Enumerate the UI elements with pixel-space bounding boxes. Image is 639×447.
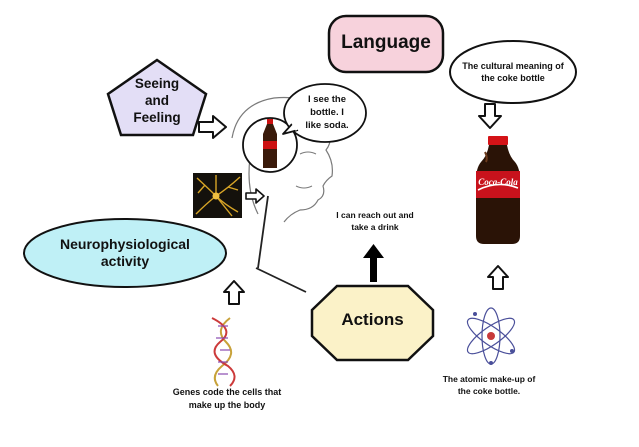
- actions-label: Actions: [341, 310, 404, 329]
- dna-image: [211, 317, 236, 387]
- atom-image: [466, 307, 516, 365]
- neurophysiological-label: Neurophysiological activity: [60, 236, 190, 269]
- neuron-image: [193, 173, 242, 218]
- arrow-neuron-to-head: [245, 188, 265, 204]
- language-box: [327, 14, 445, 74]
- svg-text:Coca-Cola: Coca-Cola: [478, 177, 518, 187]
- speech-bubble-shape: [282, 83, 367, 143]
- seeing-feeling-label: Seeing and Feeling: [133, 76, 181, 125]
- actions-octagon: [310, 284, 435, 362]
- cultural-meaning-ellipse: [449, 40, 577, 104]
- arrow-seeing-to-head: [198, 115, 227, 139]
- coke-bottle-image: Coca-Cola: [476, 136, 520, 244]
- arrow-actions-up: [363, 244, 384, 282]
- speech-bubble-text: I see the bottle. I like soda.: [305, 94, 349, 131]
- language-label: Language: [341, 32, 431, 53]
- cultural-meaning-text: The cultural meaning of the coke bottle: [462, 61, 564, 83]
- small-bottle-icon: [263, 119, 277, 168]
- genes-text: Genes code the cells that make up the bo…: [172, 387, 282, 410]
- arrow-atom-to-bottle: [487, 265, 509, 290]
- arrow-genes-to-neuro: [223, 280, 245, 305]
- neck-lines: [255, 195, 307, 293]
- neurophysiological-ellipse: [23, 218, 227, 288]
- atomic-text: The atomic make-up of the coke bottle.: [442, 374, 536, 396]
- seeing-feeling-pentagon: [106, 58, 208, 137]
- reach-out-text: I can reach out and take a drink: [336, 210, 414, 232]
- arrow-cultural-to-bottle: [478, 103, 502, 129]
